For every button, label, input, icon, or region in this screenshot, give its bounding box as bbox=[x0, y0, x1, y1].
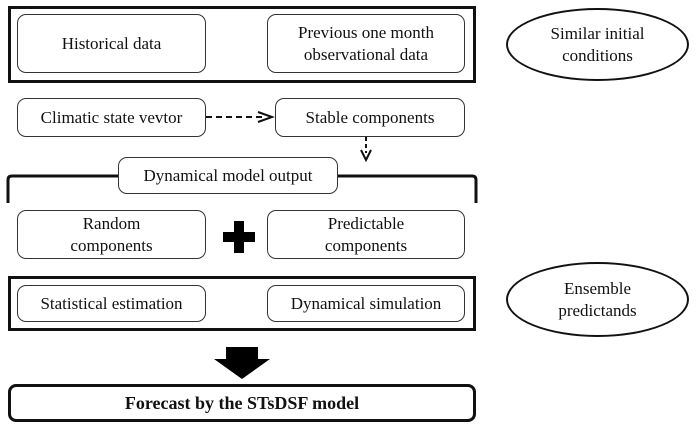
stable-components-box: Stable components bbox=[275, 98, 465, 137]
model-output-bracket bbox=[6, 174, 478, 203]
statistical-estimation-box: Statistical estimation bbox=[17, 285, 206, 322]
predictable-components-box: Predictable components bbox=[267, 210, 465, 259]
historical-data-box: Historical data bbox=[17, 14, 206, 73]
top-group-frame bbox=[8, 6, 476, 83]
previous-month-box: Previous one month observational data bbox=[267, 14, 465, 73]
random-components-box: Random components bbox=[17, 210, 206, 259]
bottom-group-frame bbox=[8, 276, 476, 331]
plus-icon bbox=[223, 221, 255, 253]
dashed-arrow-down bbox=[360, 137, 372, 163]
similar-initial-conditions-ellipse: Similar initial conditions bbox=[506, 8, 689, 81]
climatic-state-vector-box: Climatic state vevtor bbox=[17, 98, 206, 137]
forecast-box: Forecast by the STsDSF model bbox=[8, 384, 476, 422]
dynamical-model-output-box: Dynamical model output bbox=[118, 157, 338, 194]
ensemble-predictands-ellipse: Ensemble predictands bbox=[506, 262, 689, 337]
dynamical-simulation-box: Dynamical simulation bbox=[267, 285, 465, 322]
dashed-arrow-right bbox=[206, 111, 275, 123]
down-arrow-icon bbox=[214, 347, 270, 379]
